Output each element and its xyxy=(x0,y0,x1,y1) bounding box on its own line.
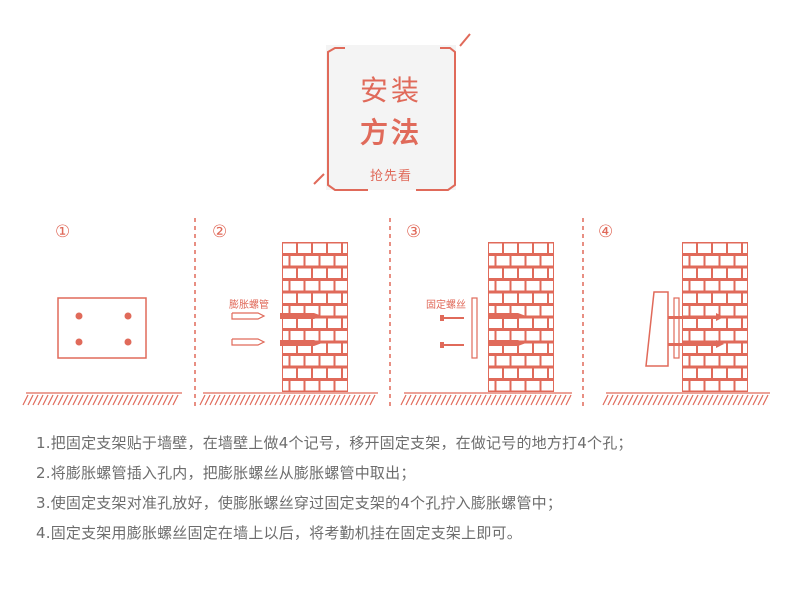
step-4-number: ④ xyxy=(598,222,614,242)
step-1-number: ① xyxy=(55,222,71,242)
title-line-1: 安装 xyxy=(359,74,422,107)
ground-line-4 xyxy=(602,392,770,406)
step2-holes xyxy=(280,313,322,346)
ground-line-2 xyxy=(199,392,378,406)
instruction-4: 4.固定支架用膨胀螺丝固定在墙上以后，将考勤机挂在固定支架上即可。 xyxy=(36,524,522,542)
ground-line-1 xyxy=(22,392,182,406)
step-2-callout: 膨胀螺管 xyxy=(229,300,269,311)
step-3-number: ③ xyxy=(406,222,422,242)
title-frame xyxy=(313,33,471,191)
title-line-3: 抢先看 xyxy=(369,169,412,184)
title-box: 安装 方法 抢先看 xyxy=(326,45,456,190)
step-3-callout: 固定螺丝 xyxy=(426,300,466,311)
instruction-3: 3.使固定支架对准孔放好，使膨胀螺丝穿过固定支架的4个孔拧入膨胀螺管中； xyxy=(36,494,563,512)
step4-device xyxy=(645,291,724,367)
ground-lines xyxy=(22,392,770,406)
panel-separators xyxy=(194,218,584,410)
instruction-2: 2.将膨胀螺管插入孔内，把膨胀螺丝从膨胀螺管中取出； xyxy=(36,464,416,482)
step3-screws xyxy=(440,315,464,348)
step-2-number: ② xyxy=(212,222,228,242)
ground-line-3 xyxy=(400,392,572,406)
brick-walls xyxy=(282,242,748,392)
step3-plate xyxy=(471,297,526,359)
step2-anchors xyxy=(231,312,266,346)
step1-bracket xyxy=(57,297,147,359)
instruction-1: 1.把固定支架贴于墙壁，在墙壁上做4个记号，移开固定支架，在做记号的地方打4个孔… xyxy=(36,434,633,452)
title-line-2: 方法 xyxy=(359,116,422,149)
